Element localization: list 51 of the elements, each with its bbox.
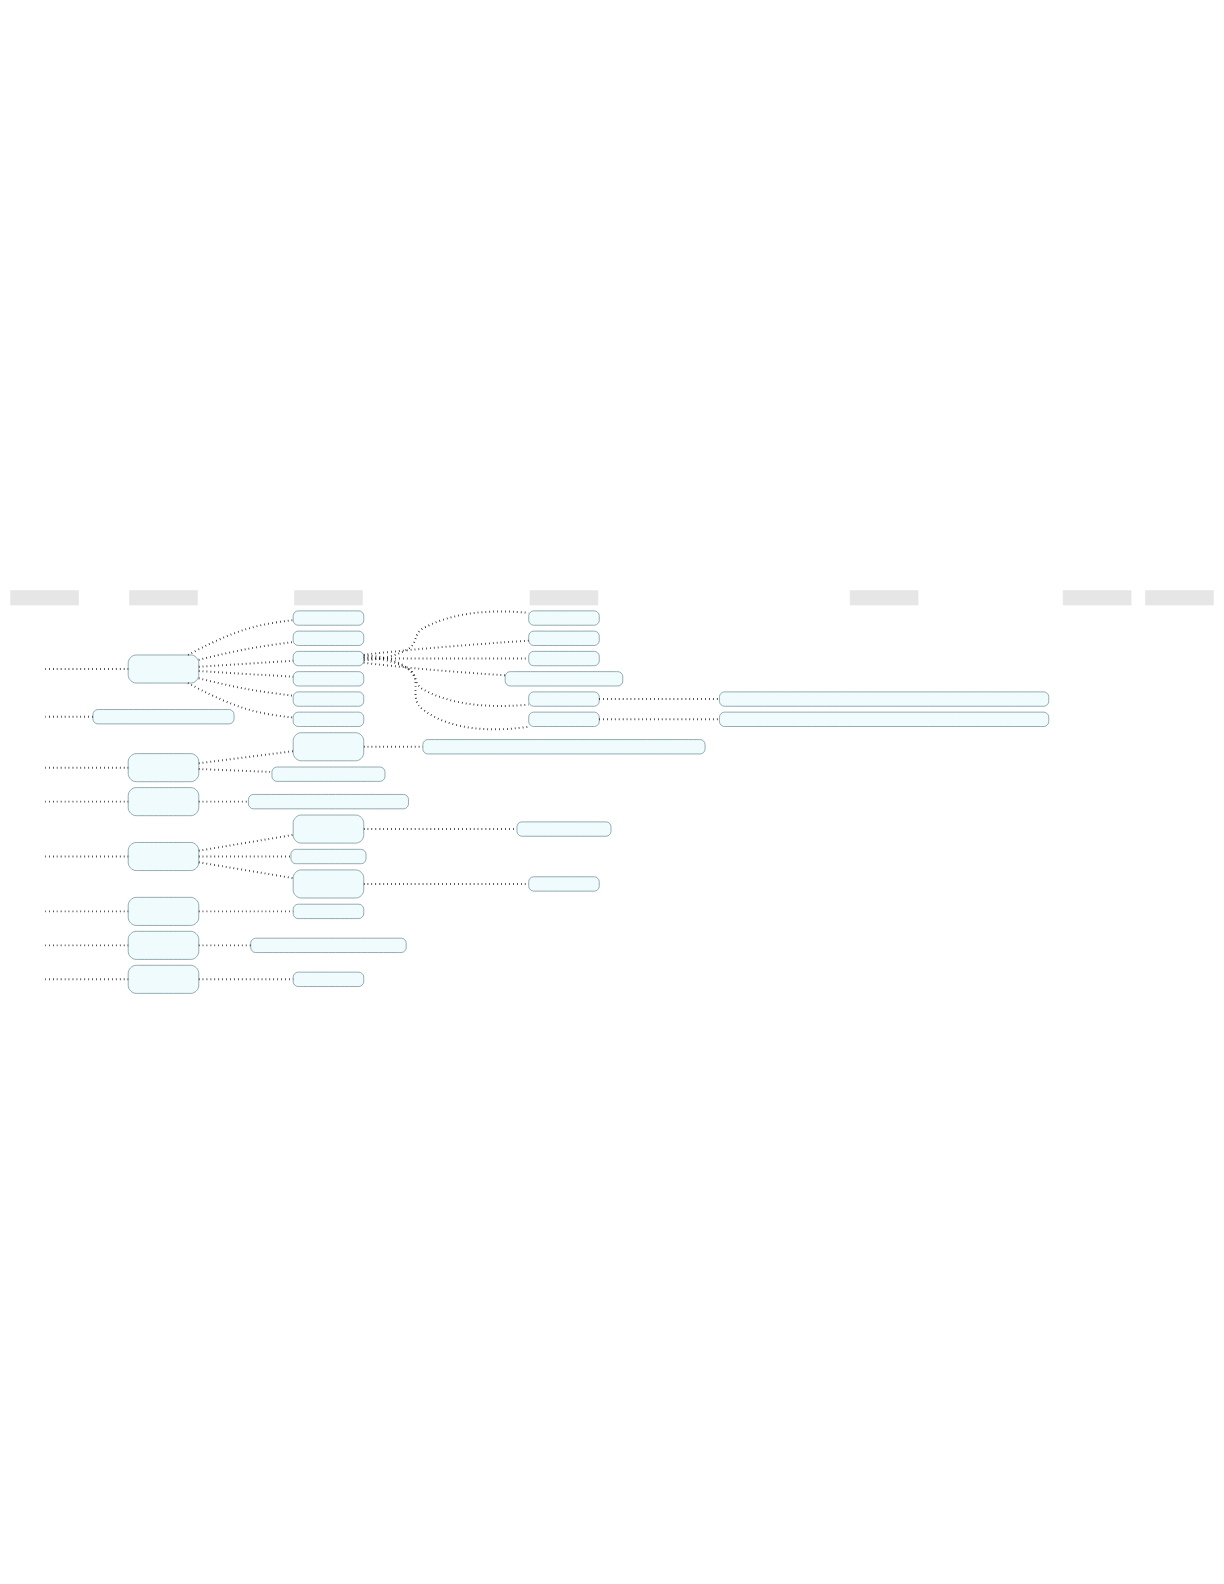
connector <box>598 698 721 701</box>
connector <box>598 718 721 721</box>
node-box <box>292 732 365 762</box>
node-box <box>127 931 200 960</box>
node-box <box>250 937 407 953</box>
node-box <box>292 971 365 987</box>
node-box <box>292 630 365 646</box>
node-box <box>292 814 365 844</box>
node-box <box>422 739 706 755</box>
node-box <box>127 842 200 871</box>
node-box <box>292 903 365 919</box>
connector <box>362 654 531 731</box>
connector <box>44 715 94 718</box>
node-box <box>528 651 600 667</box>
node-box <box>127 753 200 783</box>
node-box <box>528 630 600 646</box>
node-box <box>292 711 365 727</box>
node-bar <box>849 590 919 606</box>
node-box <box>127 964 200 994</box>
connector <box>187 682 295 719</box>
node-box <box>92 709 235 725</box>
node-box <box>504 671 624 687</box>
node-bar <box>1145 590 1214 606</box>
node-box <box>271 766 386 782</box>
node-box <box>127 787 200 816</box>
connector <box>362 610 530 662</box>
node-bar <box>1062 590 1132 606</box>
connector <box>362 656 530 707</box>
node-box <box>719 691 1050 707</box>
node-box <box>292 869 365 899</box>
node-box <box>528 876 600 892</box>
node-box <box>292 691 365 707</box>
node-box <box>290 849 367 865</box>
node-box <box>528 610 600 626</box>
connector <box>197 677 295 697</box>
node-box <box>528 691 600 707</box>
node-box <box>127 897 200 926</box>
node-box <box>719 711 1050 727</box>
node-box <box>248 794 409 810</box>
connector <box>197 641 295 661</box>
node-box <box>292 610 365 626</box>
node-bar <box>529 590 599 606</box>
connector <box>197 750 295 765</box>
node-box <box>292 671 365 687</box>
node-box <box>528 711 600 727</box>
node-bar <box>129 590 198 606</box>
node-box <box>292 651 365 667</box>
node-box <box>127 654 200 684</box>
node-bar <box>10 590 79 606</box>
node-bar <box>294 590 363 606</box>
node-box <box>516 821 612 837</box>
